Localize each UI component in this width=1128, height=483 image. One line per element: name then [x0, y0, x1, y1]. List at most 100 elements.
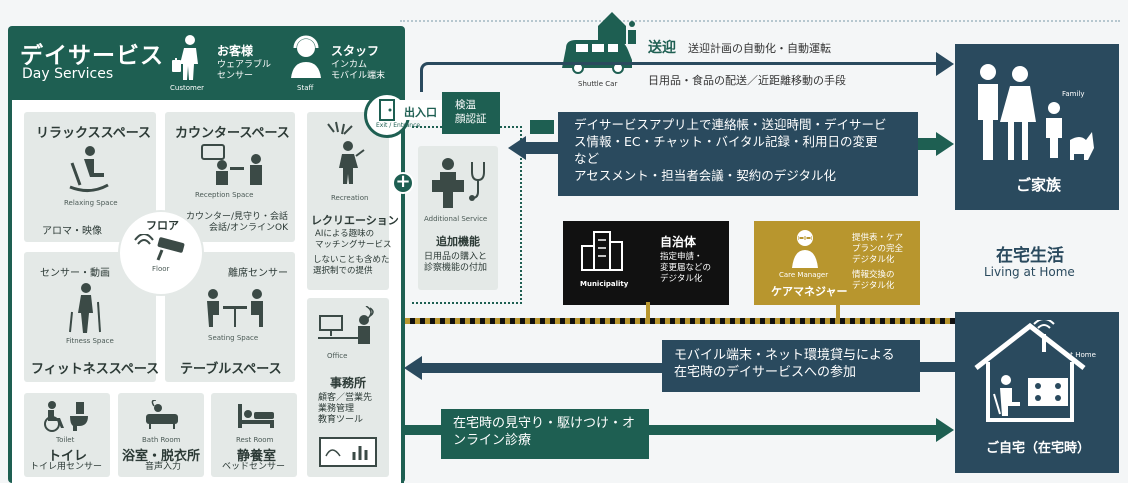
bathtub-icon: [146, 400, 178, 429]
house-person-icon: [598, 12, 636, 44]
recreation-desc: AIによる趣味の マッチングサービス: [315, 229, 392, 250]
municipality-connector: [646, 302, 650, 320]
shuttle-en: Shuttle Car: [578, 80, 618, 88]
shuttle-desc2: 日用品・食品の配送／近距離移動の手段: [648, 74, 846, 87]
table-icon: [207, 289, 263, 327]
customer-label: お客様: [217, 44, 254, 58]
app-box-line1: デイサービスアプリ上で連絡帳・送迎時間・デイサービ ス情報・EC・チャット・バイ…: [574, 117, 887, 166]
shuttle-car-icon: [562, 40, 632, 74]
whiteboard-icon: [319, 437, 377, 467]
seating-title: テーブルスペース: [180, 362, 282, 377]
additional-title: 追加機能: [436, 235, 480, 248]
office-desk-icon: [318, 306, 374, 344]
recreation-icon: [327, 121, 365, 184]
add-circle: +: [392, 172, 414, 194]
care-manager-desc1: 提供表・ケア プランの完全 デジタル化: [852, 233, 904, 265]
care-manager-title: ケアマネジャー: [771, 285, 848, 298]
office-desc: 顧客／営業先 業務管理 教育ツール: [318, 393, 373, 425]
watch-arrow-bar: [649, 425, 937, 435]
camera-icon: [134, 234, 185, 261]
bath-note: 音声入力: [145, 462, 182, 472]
counter-title: カウンタースペース: [175, 126, 290, 141]
day-services-subtitle: Day Services: [22, 66, 114, 82]
customer-en: Customer: [170, 84, 205, 92]
home-label: ご自宅（在宅時）: [986, 441, 1091, 456]
building-icon: [581, 231, 623, 271]
bath-title: 浴室・脱衣所: [122, 449, 201, 464]
entrance-label: 出入口: [404, 106, 437, 119]
panel-edge: [401, 96, 404, 483]
home-icon: [974, 320, 1086, 422]
rest-title: 静養室: [237, 449, 277, 464]
top-dotted-line: [400, 20, 1120, 22]
family-label: ご家族: [1016, 176, 1062, 194]
rest-en: Rest Room: [236, 436, 274, 444]
tile-toilet: [24, 393, 110, 477]
relax-title: リラックススペース: [36, 126, 152, 141]
municipality-desc: 指定申請・ 変更届などの デジタル化: [660, 252, 712, 284]
day-services-title: デイサービス: [20, 43, 164, 69]
toilet-title: トイレ: [48, 449, 88, 464]
staff-icon: [291, 35, 321, 78]
mobile-arrow-bar: [420, 363, 662, 373]
care-manager-box: [754, 221, 920, 305]
care-manager-en: Care Manager: [779, 271, 829, 279]
walker-icon: [69, 283, 101, 333]
customer-desc: ウェアラブル センサー: [217, 60, 272, 81]
additional-desc: 日用品の購入と 診察機能の付加: [424, 252, 488, 273]
living-en: Living at Home: [984, 265, 1075, 279]
seating-note: 離席センサー: [228, 268, 288, 279]
living-title: 在宅生活: [996, 246, 1064, 266]
customer-icon: [172, 35, 198, 80]
rest-note: ベッドセンサー: [222, 462, 286, 472]
app-arrow-left-head: [508, 136, 526, 160]
mobile-arrow-tail: [920, 362, 955, 372]
office-en: Office: [327, 352, 348, 360]
additional-dotted-frame: [412, 126, 522, 304]
app-arrow-right-bar: [918, 138, 938, 150]
tile-rest: [211, 393, 297, 477]
fitness-title: フィットネススペース: [31, 362, 160, 377]
app-box: デイサービスアプリ上で連絡帳・送迎時間・デイサービ ス情報・EC・チャット・バイ…: [558, 112, 918, 196]
counter-note: カウンター/見守り・会話 会話/オンラインOK: [186, 212, 289, 233]
relax-en: Relaxing Space: [64, 199, 118, 207]
care-manager-desc2: 情報交換の デジタル化: [852, 270, 895, 291]
care-manager-icon: [792, 230, 818, 268]
shuttle-line-bend: [420, 62, 428, 92]
shopping-doctor-icon: [432, 158, 485, 208]
home-en: at Home: [1066, 351, 1096, 359]
municipality-box: [563, 221, 729, 305]
toilet-icon: [44, 401, 88, 432]
reception-icon: [201, 144, 262, 185]
recreation-title: レクリエーション: [311, 214, 399, 227]
rocking-chair-icon: [69, 146, 109, 192]
care-connector: [836, 302, 840, 320]
staff-desc: インカム モバイル端末: [331, 60, 386, 81]
shuttle-desc1: 送迎計画の自動化・自動運転: [688, 42, 831, 55]
shuttle-line: [428, 62, 936, 65]
entrance-en: Exit / Entrance: [376, 122, 421, 129]
floor-label: フロア: [146, 219, 179, 232]
staff-en: Staff: [297, 84, 314, 92]
recreation-en: Recreation: [331, 194, 369, 202]
watch-arrow-head: [936, 418, 954, 442]
mobile-box: モバイル端末・ネット環境貸与による 在宅時のデイサービスへの参加: [662, 340, 920, 392]
shuttle-arrow-head: [936, 52, 954, 76]
recreation-desc2: しないことも含めた 選択制での提供: [313, 255, 390, 276]
watch-arrow-tail: [405, 425, 441, 435]
municipality-title: 自治体: [660, 235, 697, 249]
app-box-line2: アセスメント・担当者会議・契約のデジタル化: [574, 168, 837, 183]
app-arrow-left-bar: [524, 142, 560, 154]
relax-note: アロマ・映像: [42, 226, 102, 237]
app-arrow-tail: [530, 120, 554, 134]
bath-en: Bath Room: [142, 436, 181, 444]
check-text: 検温 顔認証: [455, 99, 487, 125]
entrance-label-bg: [400, 100, 442, 120]
mobile-arrow-head: [404, 356, 422, 380]
floor-en: Floor: [152, 265, 170, 273]
seating-en: Seating Space: [208, 334, 259, 342]
counter-en: Reception Space: [195, 191, 254, 199]
watch-box: 在宅時の見守り・駆けつけ・オ ンライン診療: [441, 409, 649, 459]
family-icon: [978, 64, 1094, 160]
additional-en: Additional Service: [424, 215, 488, 223]
